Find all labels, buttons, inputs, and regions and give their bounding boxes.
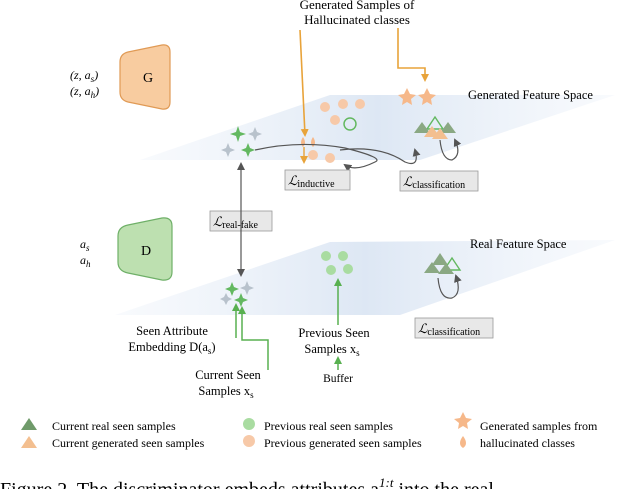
buffer-label: Buffer [323, 373, 353, 385]
legend-previous-gen: Previous generated seen samples [264, 436, 422, 450]
legend-previous-gen-icon [243, 435, 255, 447]
generated-space-label: Generated Feature Space [468, 88, 593, 102]
svg-text:ℒinductive: ℒinductive [288, 173, 335, 190]
sparkle-icon [230, 126, 246, 142]
legend: Current real seen samples Current genera… [21, 412, 598, 450]
legend-current-real: Current real seen samples [52, 419, 176, 433]
sparkle-icon [220, 293, 232, 305]
generated-triangle-cluster [414, 115, 456, 139]
top-title-line2: Hallucinated classes [304, 12, 410, 27]
real-feature-plane [115, 240, 615, 315]
generator-input-as: (z, as) [70, 68, 98, 84]
flow-to-classification [339, 148, 421, 165]
sparkle-icon [234, 293, 248, 307]
title-arrow-left [299, 29, 309, 137]
top-title-line1: Generated Samples of [300, 0, 415, 12]
current-seen-label-line1: Current Seen [195, 368, 261, 382]
legend-hallucinated-line1: Generated samples from [480, 419, 598, 433]
sparkle-icon [221, 143, 235, 157]
previous-seen-dots [321, 251, 353, 275]
legend-hallucinated-line2: hallucinated classes [480, 436, 575, 450]
loss-classification-top-box: ℒclassification [399, 170, 479, 192]
generated-feature-plane [140, 95, 615, 160]
legend-current-gen-icon [21, 436, 37, 448]
sparkle-icon [248, 127, 262, 141]
sparkle-icon [240, 281, 254, 295]
loss-inductive-box: ℒinductive [284, 169, 351, 191]
classification-loop-top [439, 138, 462, 161]
generator-label: G [143, 71, 153, 86]
current-seen-label-line2: Samples xs [198, 384, 254, 400]
legend-current-gen: Current generated seen samples [52, 436, 205, 450]
star-icon [418, 88, 436, 105]
inductive-curve [254, 143, 378, 172]
title-arrow-right [397, 28, 429, 82]
real-space-label: Real Feature Space [470, 237, 567, 251]
discriminator-input-as: as [80, 237, 90, 253]
discriminator-block [117, 217, 173, 281]
discriminator-input-ah: ah [80, 253, 91, 269]
legend-hallucinated-drop-icon [460, 436, 466, 448]
legend-previous-real: Previous real seen samples [264, 419, 393, 433]
previous-seen-label-line2: Samples xs [304, 342, 360, 358]
discriminator-label: D [141, 244, 151, 259]
real-triangle-cluster [424, 253, 462, 274]
loss-classification-bottom-box: ℒclassification [414, 317, 494, 339]
seen-attr-label-line2: Embedding D(as) [128, 340, 215, 356]
legend-hallucinated-star-icon [454, 412, 472, 429]
generated-seen-cluster [221, 126, 262, 157]
legend-current-real-icon [21, 418, 37, 430]
generator-input-ah: (z, ah) [70, 84, 99, 100]
sparkle-icon [241, 143, 255, 157]
generator-block [119, 44, 171, 110]
star-icon [398, 88, 416, 105]
seen-attr-label-line1: Seen Attribute [136, 324, 208, 338]
legend-previous-real-icon [243, 418, 255, 430]
classification-loop-bottom [437, 274, 462, 299]
hallucinated-stars [398, 88, 436, 105]
svg-text:ℒclassification: ℒclassification [418, 321, 480, 338]
sparkle-icon [225, 282, 239, 296]
figure-caption: Figure 2. The discriminator embeds attri… [0, 475, 494, 489]
current-seen-arrow [238, 306, 269, 370]
previous-seen-label-line1: Previous Seen [298, 326, 370, 340]
real-seen-cluster [220, 281, 254, 307]
svg-text:ℒclassification: ℒclassification [403, 174, 465, 191]
